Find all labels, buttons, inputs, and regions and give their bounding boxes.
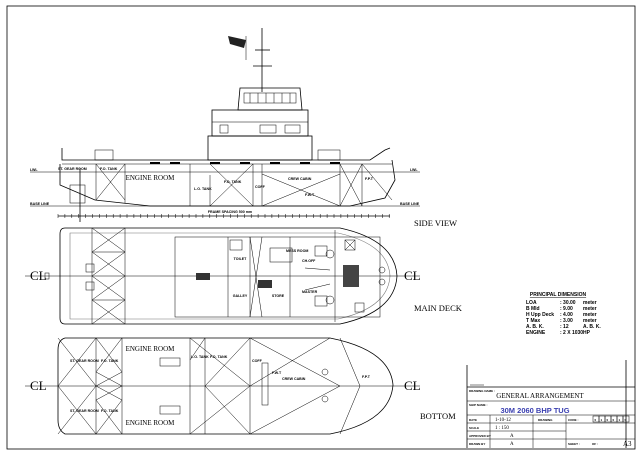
svg-text:T Max: T Max: [526, 318, 540, 324]
bottom-st-gear-room-port: ST. GEAR ROOM: [70, 359, 99, 363]
main-deck-outline: [59, 227, 398, 325]
bottom-lo-tank: L.O. TANK: [191, 355, 209, 359]
deck-dashes: [150, 162, 340, 164]
svg-text:: 9.00: : 9.00: [560, 306, 573, 312]
side-view: LWL LWL BASE LINE BASE LINE ST. GEAR ROO…: [30, 28, 420, 222]
fpt-label: F.P.T: [365, 177, 374, 181]
flag-icon: [228, 36, 246, 48]
code-digits: 0 1 0 0 1 0: [592, 415, 630, 423]
bottom-fo-tank-stbd: F.O. TANK: [101, 409, 119, 413]
drawing-border: [6, 5, 636, 450]
dimension-row: A. B. K. : 12 A. B. K.: [526, 324, 601, 330]
svg-text:: 3.00: : 3.00: [560, 318, 573, 324]
lwl-label-right: LWL: [410, 168, 418, 172]
master-label: MASTER: [302, 290, 318, 294]
toilet-label: TOILET: [234, 257, 248, 261]
date-label: DATE: [469, 418, 477, 422]
engine-room-label: ENGINE ROOM: [126, 174, 176, 182]
base-line-label-right: BASE LINE: [400, 202, 420, 206]
drawing-no-label: DRAWING: [538, 418, 553, 422]
galley-label: GALLEY: [233, 294, 248, 298]
svg-text:A. B. K.: A. B. K.: [526, 324, 544, 330]
mess-room-label: MESS ROOM: [286, 249, 308, 253]
drawing-name: GENERAL ARRANGEMENT: [496, 392, 584, 400]
bottom-engine-room-stbd: ENGINE ROOM: [126, 419, 176, 427]
lo-tank-label: L.O. TANK: [194, 187, 212, 191]
svg-text:0: 0: [595, 418, 597, 422]
dimension-row: ENGINE : 2 X 1030 HP: [526, 330, 591, 336]
side-view-title: SIDE VIEW: [414, 218, 457, 228]
svg-text:1: 1: [601, 418, 603, 422]
cl-symbol: CL: [30, 378, 47, 393]
dimension-row: T Max : 3.00 meter: [526, 318, 597, 324]
drawn-label: DRAWN BY: [469, 442, 485, 446]
bottom-fwt: F.W.T: [272, 371, 282, 375]
wheelhouse: [237, 87, 303, 111]
bottom-crew-cabin: CREW CABIN: [282, 377, 306, 381]
drawn-value: A: [510, 442, 514, 447]
svg-text:meter: meter: [583, 318, 597, 324]
svg-text:: 12: : 12: [560, 324, 569, 330]
coff-label: COFF: [255, 185, 266, 189]
bottom-fpt: F.P.T: [362, 375, 371, 379]
svg-text:meter: meter: [583, 312, 597, 318]
store-label: STORE: [272, 294, 285, 298]
svg-text:H Upp Deck: H Upp Deck: [526, 312, 554, 318]
fo-tank-aft-label: F.O. TANK: [100, 167, 118, 171]
fwt-label: F.W.T: [305, 193, 315, 197]
svg-text:: 2 X 1030: : 2 X 1030: [560, 330, 583, 336]
sheet-label: SHEET :: [568, 442, 580, 446]
bottom-engine-room-port: ENGINE ROOM: [126, 345, 176, 353]
code-label: CODE :: [568, 418, 579, 422]
dimension-row: LOA : 30.00 meter: [526, 300, 597, 306]
ship-name-label: SHIP NAME :: [469, 403, 487, 407]
dimension-row: H Upp Deck : 4.00 meter: [526, 312, 597, 318]
svg-text:0: 0: [607, 418, 609, 422]
dimension-row: B Mld : 9.00 meter: [526, 306, 597, 312]
approved-value: A: [510, 434, 514, 439]
svg-text:0: 0: [613, 418, 615, 422]
fo-tank-mid-label: F.O. TANK: [224, 180, 242, 184]
bottom-fo-tank-mid: F.O. TANK: [210, 355, 228, 359]
approved-label: APPROVED BY: [469, 434, 491, 438]
principal-dimension-title: PRINCIPAL DIMENSION: [530, 292, 587, 298]
drawing-name-label: DRAWING NAME :: [469, 389, 495, 393]
cl-symbol: CL: [30, 268, 47, 283]
ch-off-label: CH.OFF: [302, 259, 316, 263]
crew-cabin-label: CREW CABIN: [288, 177, 312, 181]
st-gear-room-label: ST. GEAR ROOM: [58, 167, 87, 171]
svg-text:meter: meter: [583, 306, 597, 312]
date-value: 1-10-12: [495, 418, 511, 423]
svg-text:HP: HP: [583, 330, 591, 336]
cl-symbol: CL: [404, 378, 421, 393]
cl-symbol: CL: [404, 268, 421, 283]
principal-dimension: PRINCIPAL DIMENSION LOA : 30.00 meter B …: [526, 292, 601, 336]
scale-value: 1 : 150: [495, 426, 509, 431]
bottom-outline: [57, 337, 394, 435]
main-deck-plan: TOILET GALLEY STORE MESS ROOM CH.OFF MAS…: [25, 227, 420, 325]
svg-text:: 30.00: : 30.00: [560, 300, 576, 306]
title-block: DRAWING NAME : GENERAL ARRANGEMENT SHIP …: [466, 360, 635, 448]
bottom-st-gear-room-stbd: ST. GEAR ROOM: [70, 409, 99, 413]
svg-text:: 4.00: : 4.00: [560, 312, 573, 318]
svg-text:0: 0: [625, 418, 627, 422]
frame-spacing-label: FRAME SPACING 500 mm: [208, 210, 252, 214]
bottom-plan: ST. GEAR ROOM ST. GEAR ROOM F.O. TANK F.…: [25, 337, 420, 435]
svg-text:LOA: LOA: [526, 300, 537, 306]
svg-text:meter: meter: [583, 300, 597, 306]
scale-label: SCALE: [469, 426, 479, 430]
base-line-label-left: BASE LINE: [30, 202, 50, 206]
bottom-title: BOTTOM: [420, 411, 456, 421]
paper-size: A3: [623, 440, 632, 448]
svg-text:A. B. K.: A. B. K.: [583, 324, 601, 330]
svg-text:B Mld: B Mld: [526, 306, 540, 312]
lwl-label-left: LWL: [30, 168, 38, 172]
of-label: OF :: [592, 442, 598, 446]
svg-text:1: 1: [619, 418, 621, 422]
main-deck-title: MAIN DECK: [414, 303, 463, 313]
svg-text:ENGINE: ENGINE: [526, 330, 546, 336]
ship-name: 30M 2060 BHP TUG: [500, 406, 569, 415]
bottom-fo-tank-port: F.O. TANK: [101, 359, 119, 363]
bottom-coff: COFF: [252, 359, 263, 363]
